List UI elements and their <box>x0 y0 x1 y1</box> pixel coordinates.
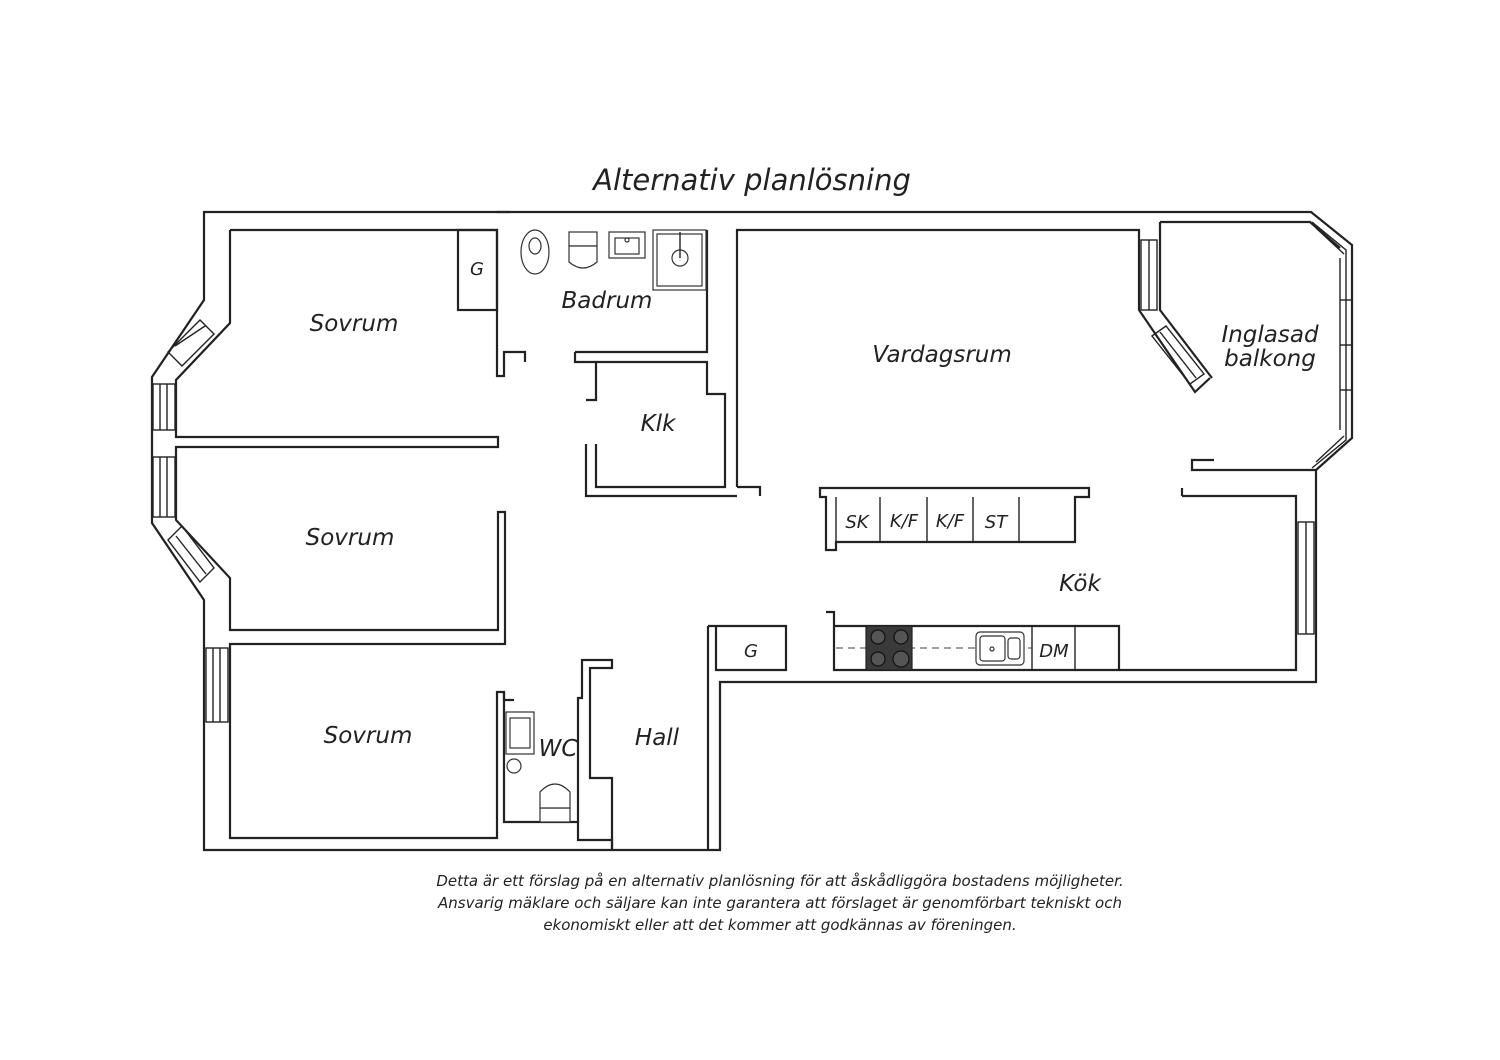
klk-label: Klk <box>641 411 677 437</box>
windows-left <box>152 319 229 723</box>
living-room-walls: Vardagsrum <box>735 220 1341 496</box>
vardagsrum-label: Vardagsrum <box>872 342 1012 368</box>
kok-label: Kök <box>1059 571 1102 597</box>
badrum-label: Badrum <box>562 288 653 314</box>
kitchen: SK K/F K/F ST DM Kök <box>818 486 1315 672</box>
island-kf-label-1: K/F <box>890 511 919 532</box>
island-sk-label: SK <box>845 512 869 533</box>
bathroom: Badrum <box>497 210 709 354</box>
disclaimer-line-3: ekonomiskt eller att det kommer att godk… <box>543 916 1016 934</box>
balkong-label-line1: Inglasad <box>1221 322 1319 348</box>
kitchen-closet-label: G <box>744 641 758 662</box>
sovrum-2-label: Sovrum <box>306 525 395 551</box>
bedroom-closet: G <box>456 228 499 312</box>
disclaimer-line-1: Detta är ett förslag på en alternativ pl… <box>436 872 1123 890</box>
island-st-label: ST <box>985 512 1009 533</box>
hall-label: Hall <box>635 725 680 751</box>
glazed-balcony: Inglasad balkong <box>1190 221 1352 472</box>
balkong-label-line2: balkong <box>1224 346 1316 372</box>
plan-title: Alternativ planlösning <box>591 163 911 197</box>
klk-room: Klk <box>573 352 737 498</box>
hall-wc: WC Hall <box>502 658 680 850</box>
island-kf-label-2: K/F <box>936 511 965 532</box>
wc-label: WC <box>539 736 578 762</box>
kitchen-closet: G <box>706 624 788 850</box>
toilet-icon <box>568 231 598 247</box>
wc-tap-icon <box>506 758 522 774</box>
bedroom-closet-label: G <box>470 259 484 280</box>
disclaimer-line-2: Ansvarig mäklare och säljare kan inte ga… <box>437 894 1122 912</box>
sovrum-1-label: Sovrum <box>310 311 399 337</box>
wc-toilet-icon <box>539 783 571 809</box>
dishwasher-label: DM <box>1039 641 1069 662</box>
sovrum-3-label: Sovrum <box>324 723 413 749</box>
